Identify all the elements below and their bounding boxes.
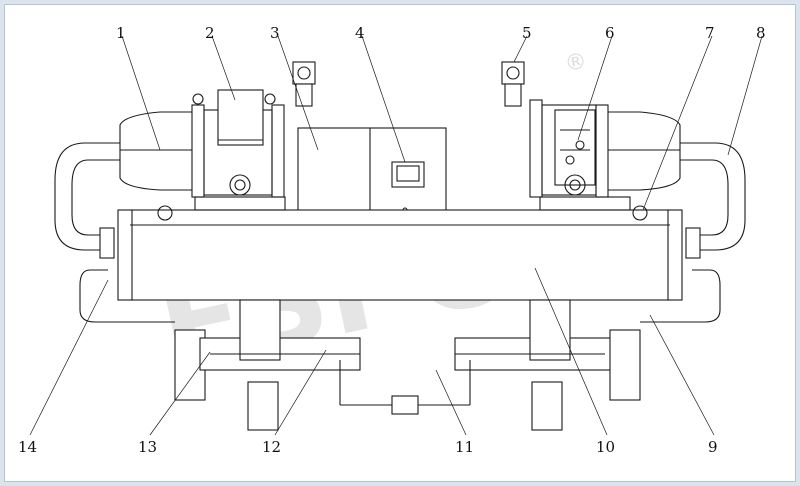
callout-4: 4 [355, 24, 406, 163]
callout-label-9: 9 [708, 438, 718, 456]
valve-left [292, 61, 316, 107]
callout-label-12: 12 [262, 438, 281, 456]
motor-box [217, 89, 264, 196]
discharge-pipe-right [680, 142, 746, 259]
callout-label-1: 1 [116, 24, 126, 42]
condenser-shell [117, 205, 683, 301]
callout-label-4: 4 [355, 24, 365, 42]
valve-right [501, 61, 525, 107]
callout-3: 3 [270, 24, 319, 151]
discharge-pipe-left [54, 142, 120, 259]
callout-label-2: 2 [205, 24, 215, 42]
callout-label-6: 6 [605, 24, 615, 42]
callout-1: 1 [116, 24, 161, 151]
callout-14: 14 [18, 279, 109, 456]
connecting-pipe [339, 360, 471, 415]
callout-label-11: 11 [455, 438, 474, 456]
callout-label-13: 13 [138, 438, 157, 456]
callout-label-8: 8 [756, 24, 766, 42]
right-compressor-shell [529, 99, 681, 198]
evaporator-shell [174, 299, 641, 401]
support-frames [194, 196, 631, 211]
callout-13: 13 [138, 351, 211, 456]
callout-8: 8 [727, 24, 766, 156]
callout-7: 7 [642, 24, 715, 211]
callout-label-3: 3 [270, 24, 280, 42]
callout-2: 2 [205, 24, 236, 101]
callout-label-10: 10 [596, 438, 615, 456]
callout-label-14: 14 [18, 438, 37, 456]
callout-label-5: 5 [522, 24, 532, 42]
callout-11: 11 [435, 369, 474, 456]
callout-9: 9 [649, 314, 718, 456]
callout-6: 6 [577, 24, 615, 141]
callout-label-7: 7 [705, 24, 715, 42]
side-pipes [79, 269, 721, 323]
callout-5: 5 [513, 24, 532, 63]
svg-text:®: ® [563, 48, 590, 77]
callout-12: 12 [262, 349, 327, 456]
feet [247, 381, 563, 431]
callout-10: 10 [534, 267, 615, 456]
left-compressor-shell [119, 93, 285, 198]
